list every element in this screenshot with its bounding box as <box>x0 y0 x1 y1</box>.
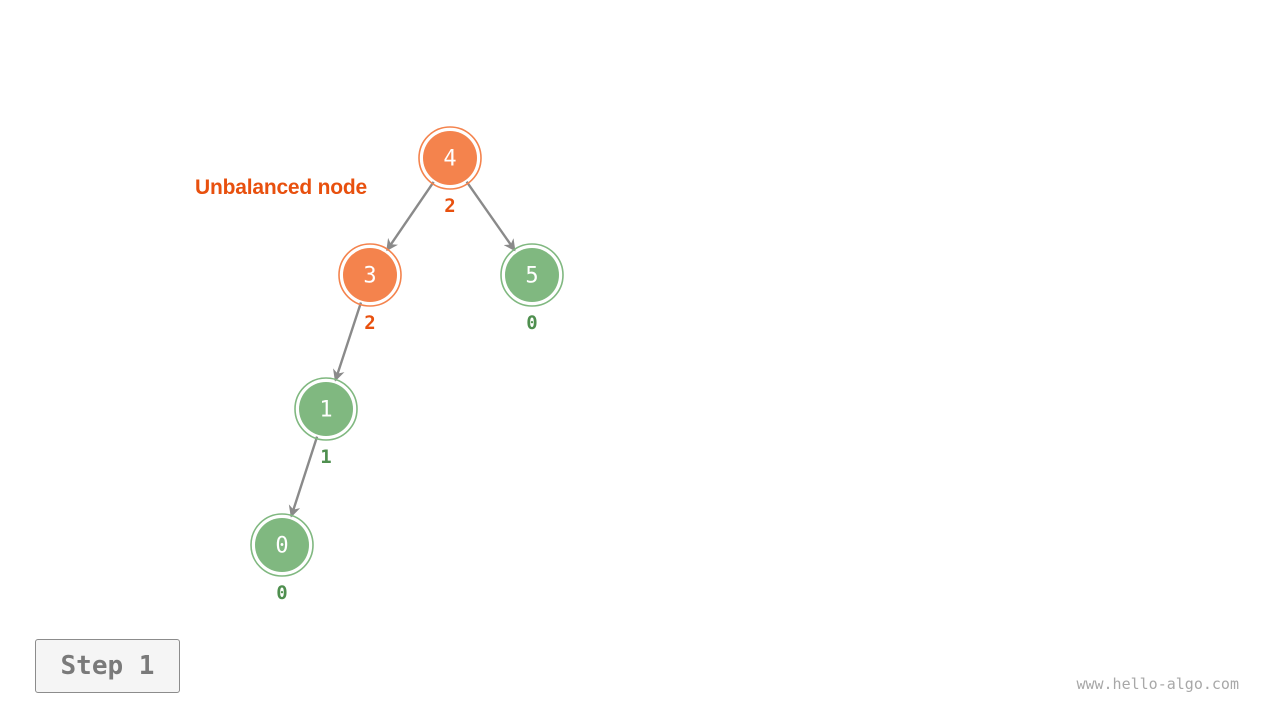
tree-node-5: 50 <box>500 243 564 334</box>
node-value: 4 <box>443 147 456 172</box>
node-circle <box>343 248 397 302</box>
node-value: 1 <box>319 398 332 423</box>
step-button[interactable]: Step 1 <box>35 639 180 693</box>
node-circle <box>423 131 477 185</box>
tree-node-3: 32 <box>338 243 402 334</box>
node-value: 0 <box>275 534 288 559</box>
node-circle <box>505 248 559 302</box>
balance-factor-label: 1 <box>320 446 331 468</box>
node-ring <box>338 243 402 307</box>
node-ring <box>250 513 314 577</box>
node-ring <box>294 377 358 441</box>
unbalanced-node-label: Unbalanced node <box>195 176 368 199</box>
node-circle <box>255 518 309 572</box>
edge-n1-n0 <box>288 436 319 518</box>
node-ring <box>418 126 482 190</box>
balance-factor-label: 2 <box>444 195 455 217</box>
edges-layer <box>288 181 516 518</box>
edge-n4-n5 <box>465 181 516 252</box>
tree-node-4: 42 <box>418 126 482 217</box>
tree-node-0: 00 <box>250 513 314 604</box>
watermark: www.hello-algo.com <box>1076 675 1239 693</box>
balance-factor-label: 0 <box>526 312 537 334</box>
tree-node-1: 11 <box>294 377 358 468</box>
edge-n3-n1 <box>333 302 363 382</box>
edge-n4-n3 <box>385 181 435 252</box>
node-value: 5 <box>525 264 538 289</box>
balance-factor-label: 0 <box>276 582 287 604</box>
balance-factor-label: 2 <box>364 312 375 334</box>
node-ring <box>500 243 564 307</box>
node-value: 3 <box>363 264 376 289</box>
node-circle <box>299 382 353 436</box>
